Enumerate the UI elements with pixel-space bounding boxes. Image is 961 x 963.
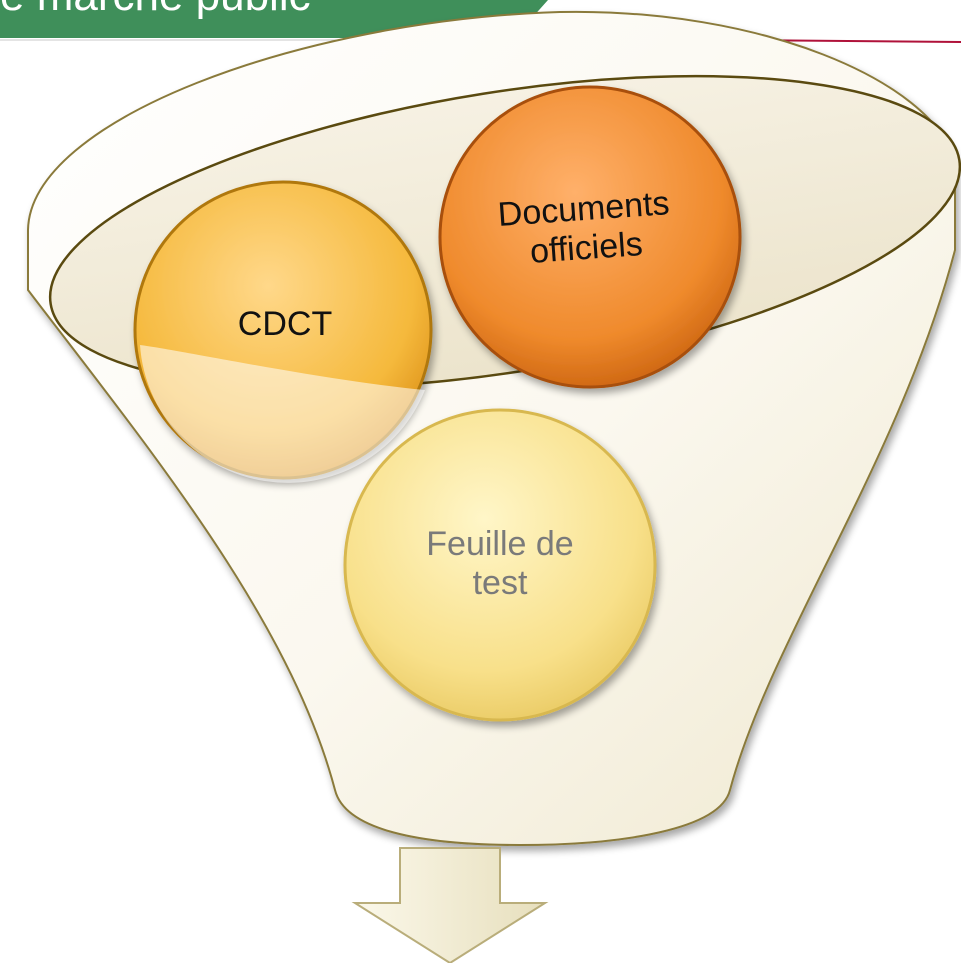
down-arrow-icon: [351, 847, 549, 963]
cdct-wash: [140, 345, 425, 483]
header-title: e marché public: [0, 0, 311, 18]
cdct-label: CDCT: [237, 305, 333, 343]
circle-feuille: [343, 408, 657, 722]
circle-documents: [438, 85, 742, 389]
